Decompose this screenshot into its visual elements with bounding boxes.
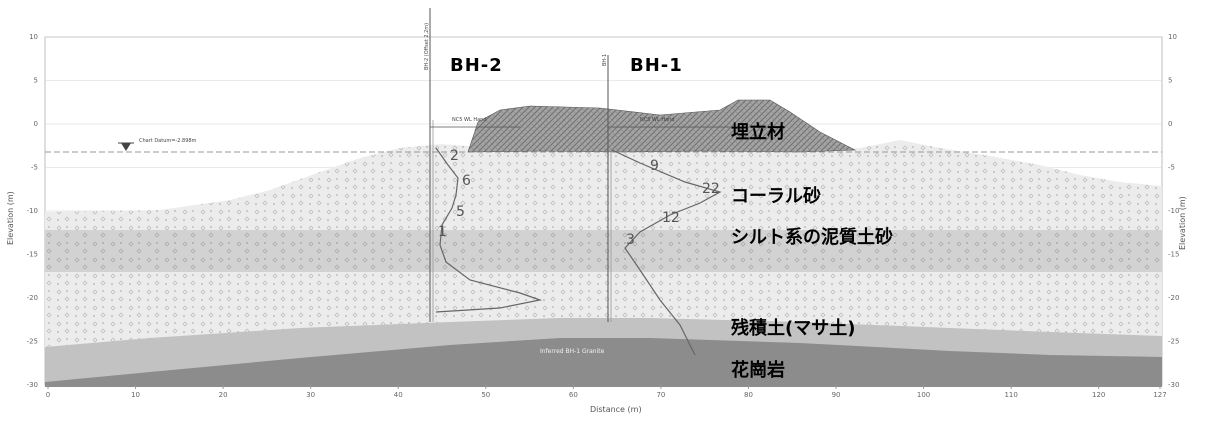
bh2-fill-note: NC5 WL Hand — [452, 117, 487, 123]
bh1-fill-note: NC5 WL Hand — [640, 117, 675, 123]
bh2-label: BH-2 — [450, 55, 503, 76]
granite-note: Inferred BH-1 Granite — [540, 348, 605, 355]
x-tick-label: 120 — [1092, 391, 1105, 399]
borehole-bh1: BH-1 NC5 WL Hand Inferred BH-1 Granite — [540, 54, 730, 356]
x-tick-label: 20 — [219, 391, 228, 399]
bh1-n-value: 3 — [626, 232, 635, 248]
y-tick-label: -15 — [27, 251, 38, 259]
bh1-n-value-curve — [611, 149, 722, 356]
x-axis-ticks: 0 10 20 30 40 50 60 70 80 90 100 110 120 127 — [46, 385, 1167, 399]
soil-layers — [45, 99, 1162, 387]
y-tick-label: -20 — [27, 294, 38, 302]
bh1-n-values: 9 22 12 3 — [626, 158, 720, 248]
y-axis-ticks-right: 10 5 0 -5 -10 -15 -20 -25 -30 — [1168, 33, 1179, 389]
y-tick-label: -15 — [1168, 251, 1179, 259]
y-tick-label: -20 — [1168, 294, 1179, 302]
y-tick-label: -30 — [27, 381, 38, 389]
x-tick-label: 10 — [131, 391, 140, 399]
x-tick-label: 90 — [832, 391, 841, 399]
x-tick-label: 127 — [1153, 391, 1166, 399]
bh1-n-value: 9 — [650, 158, 659, 174]
x-tick-label: 40 — [394, 391, 403, 399]
y-axis-label-left: Elevation (m) — [6, 191, 15, 245]
x-tick-label: 50 — [481, 391, 490, 399]
y-tick-label: 10 — [29, 33, 38, 41]
silt-layer — [45, 230, 1162, 272]
bh2-n-value: 2 — [450, 148, 459, 164]
bh2-n-value: 5 — [456, 204, 465, 220]
chart-datum: Chart Datum=-2.898m — [45, 138, 1162, 153]
x-tick-label: 70 — [656, 391, 665, 399]
layer-label-silt: シルト系の泥質土砂 — [731, 226, 893, 248]
y-tick-label: -25 — [27, 338, 38, 346]
x-tick-label: 100 — [917, 391, 930, 399]
y-tick-label: 0 — [1168, 120, 1172, 128]
bh2-n-value: 6 — [462, 173, 471, 189]
bh2-n-value: 1 — [438, 224, 447, 240]
bh2-n-values: 2 6 5 1 — [438, 148, 471, 240]
y-axis-label-right: Elevation (m) — [1178, 196, 1187, 250]
y-tick-label: 5 — [1168, 77, 1172, 85]
y-tick-label: -30 — [1168, 381, 1179, 389]
granite-layer — [45, 338, 1162, 387]
fill-layer — [467, 99, 857, 153]
x-tick-label: 80 — [744, 391, 753, 399]
bh1-header: BH-1 — [602, 54, 608, 66]
y-tick-label: -10 — [1168, 207, 1179, 215]
layer-labels: 埋立材 コーラル砂 シルト系の泥質土砂 残積土(マサ土) 花崗岩 — [731, 121, 893, 381]
bh1-label: BH-1 — [630, 55, 683, 76]
y-tick-label: -5 — [1168, 164, 1175, 172]
y-tick-label: 10 — [1168, 33, 1177, 41]
x-tick-label: 30 — [306, 391, 315, 399]
borehole-bh2: BH-2 (Offset 2.2m) NC5 WL Hand — [424, 8, 543, 322]
x-tick-label: 60 — [569, 391, 578, 399]
y-tick-label: -5 — [31, 164, 38, 172]
layer-label-granite: 花崗岩 — [731, 359, 785, 381]
y-tick-label: 5 — [34, 77, 38, 85]
bh2-n-value-curve — [435, 147, 543, 313]
bh1-n-value: 22 — [702, 181, 720, 197]
y-axis-ticks-left: 10 5 0 -5 -10 -15 -20 -25 -30 — [27, 33, 38, 389]
bh1-n-value: 12 — [662, 210, 680, 226]
bh2-header: BH-2 (Offset 2.2m) — [424, 23, 430, 70]
layer-label-coral-sand: コーラル砂 — [731, 185, 821, 207]
y-tick-label: -10 — [27, 207, 38, 215]
chart-datum-note: Chart Datum=-2.898m — [139, 138, 197, 144]
x-tick-label: 0 — [46, 391, 50, 399]
layer-label-fill: 埋立材 — [731, 121, 785, 143]
x-tick-label: 110 — [1004, 391, 1017, 399]
layer-label-residual-soil: 残積土(マサ土) — [731, 317, 855, 339]
y-tick-label: 0 — [34, 120, 38, 128]
y-tick-label: -25 — [1168, 338, 1179, 346]
x-axis-label: Distance (m) — [590, 405, 642, 414]
